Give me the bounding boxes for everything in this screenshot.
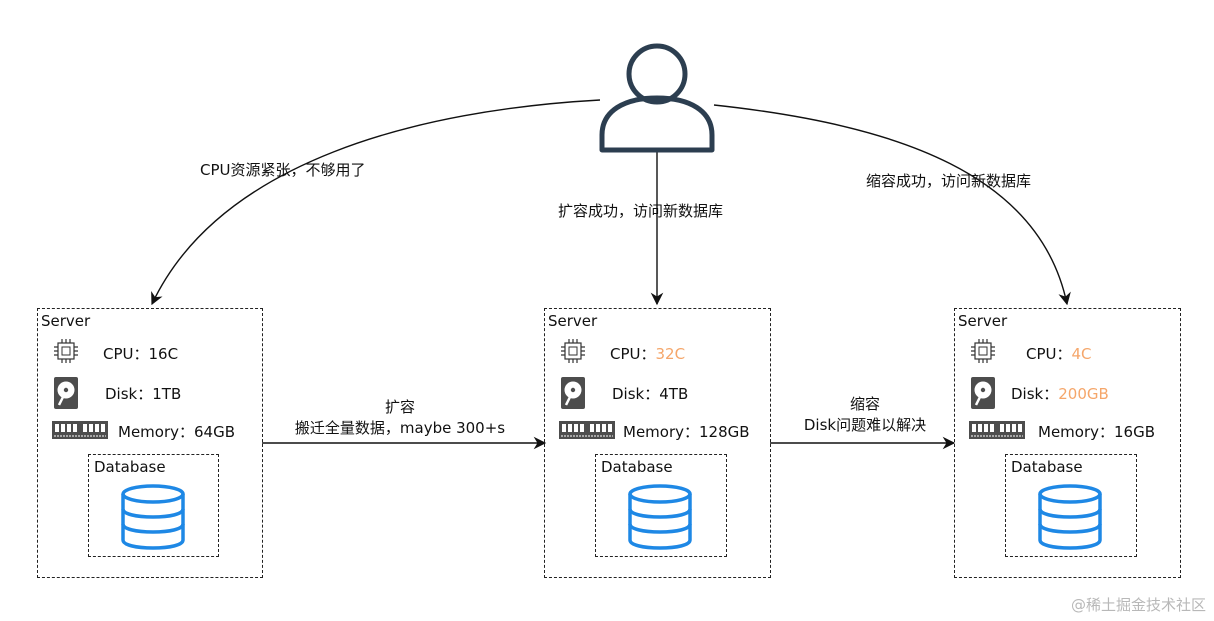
database-label: Database: [1011, 458, 1083, 476]
disk-icon: [971, 377, 995, 409]
disk-key: Disk：: [612, 385, 660, 403]
label-scale-down-detail: Disk问题难以解决: [803, 416, 927, 434]
cpu-key: CPU：: [1026, 345, 1072, 363]
disk-key: Disk：: [1011, 385, 1059, 403]
label-user-to-left: CPU资源紧张，不够用了: [200, 161, 366, 179]
edge-user-to-left: [151, 99, 601, 306]
server-label: Server: [41, 312, 91, 330]
server-label: Server: [958, 312, 1008, 330]
label-scale-up-detail: 搬迁全量数据，maybe 300+s: [294, 419, 506, 437]
disk-value: 200GB: [1058, 385, 1109, 403]
disk-value: 4TB: [659, 385, 689, 403]
edge-user-to-right: [713, 104, 1071, 306]
memory-key: Memory：: [1038, 423, 1115, 441]
database-icon: [628, 484, 692, 550]
memory-value: 64GB: [194, 423, 236, 441]
memory-icon: [559, 421, 615, 439]
database-box: Database: [1005, 454, 1137, 557]
memory-value: 16GB: [1114, 423, 1156, 441]
memory-key: Memory：: [623, 423, 700, 441]
cpu-icon: [561, 339, 585, 363]
memory-icon: [969, 421, 1025, 439]
label-scale-down-title: 缩容: [849, 395, 880, 413]
database-label: Database: [94, 458, 166, 476]
user-icon: [599, 43, 715, 153]
cpu-value: 16C: [148, 345, 179, 363]
server-box-left: Server CPU：16C Disk：1TB Memor: [37, 308, 263, 578]
database-box: Database: [595, 454, 727, 557]
server-label: Server: [548, 312, 598, 330]
server-box-middle: Server CPU：32C Disk：4TB Memor: [544, 308, 771, 578]
cpu-key: CPU：: [103, 345, 149, 363]
database-icon: [1038, 484, 1102, 550]
label-user-to-middle: 扩容成功，访问新数据库: [558, 202, 724, 220]
cpu-key: CPU：: [610, 345, 656, 363]
memory-value: 128GB: [699, 423, 750, 441]
disk-icon: [561, 377, 585, 409]
cpu-icon: [971, 339, 995, 363]
disk-spec: Disk：200GB: [1011, 383, 1109, 404]
server-box-right: Server CPU：4C Disk：200GB Memo: [954, 308, 1181, 578]
label-scale-up-title: 扩容: [384, 398, 415, 416]
database-label: Database: [601, 458, 673, 476]
disk-icon: [54, 377, 78, 409]
watermark: @稀土掘金技术社区: [1070, 596, 1206, 614]
database-box: Database: [88, 454, 219, 557]
disk-spec: Disk：4TB: [612, 383, 688, 404]
cpu-value: 32C: [655, 345, 686, 363]
memory-spec: Memory：64GB: [118, 421, 235, 442]
disk-value: 1TB: [152, 385, 182, 403]
memory-spec: Memory：128GB: [623, 421, 750, 442]
cpu-icon: [54, 339, 78, 363]
cpu-spec: CPU：32C: [610, 343, 685, 364]
disk-key: Disk：: [105, 385, 153, 403]
cpu-value: 4C: [1071, 345, 1092, 363]
cpu-spec: CPU：4C: [1026, 343, 1092, 364]
cpu-spec: CPU：16C: [103, 343, 178, 364]
label-user-to-right: 缩容成功，访问新数据库: [866, 172, 1032, 190]
disk-spec: Disk：1TB: [105, 383, 181, 404]
memory-spec: Memory：16GB: [1038, 421, 1155, 442]
database-icon: [121, 484, 185, 550]
memory-key: Memory：: [118, 423, 195, 441]
memory-icon: [52, 421, 108, 439]
